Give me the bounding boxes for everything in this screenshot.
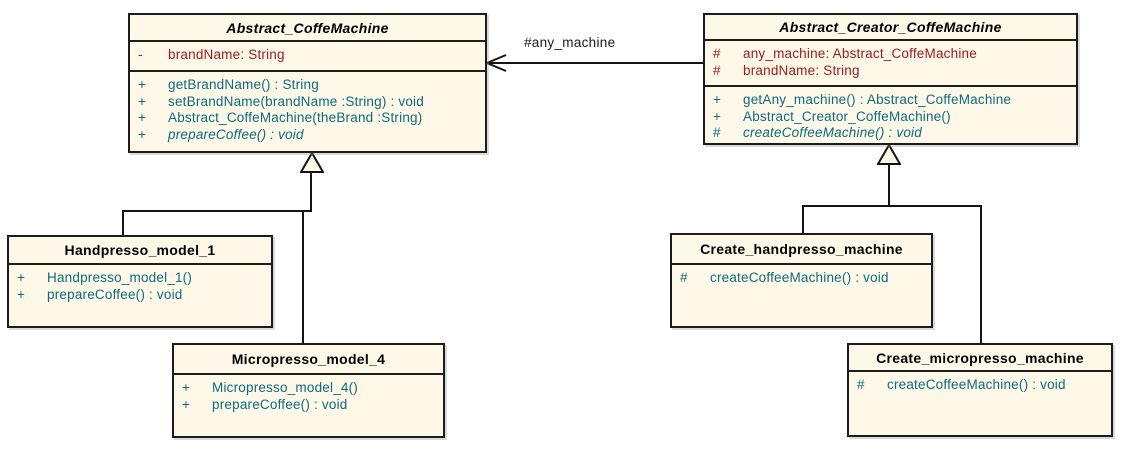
class-title: Abstract_Creator_CoffeMachine xyxy=(705,15,1076,41)
method-row[interactable]: + prepareCoffee() : void xyxy=(138,127,479,144)
generalization-edge-segment[interactable] xyxy=(122,212,124,236)
class-abstract-coffe-machine[interactable]: Abstract_CoffeMachine - brandName: String… xyxy=(128,13,487,153)
generalization-edge-segment[interactable] xyxy=(888,164,890,207)
class-micropresso-model-4[interactable]: Micropresso_model_4 + Micropresso_model_4… xyxy=(172,343,445,438)
methods-compartment: + Handpresso_model_1() + prepareCoffee() : … xyxy=(9,265,271,326)
method-row[interactable]: + prepareCoffee() : void xyxy=(17,287,265,304)
method-row[interactable]: + getAny_machine() : Abstract_CoffeMachin… xyxy=(713,92,1070,109)
generalization-edge-segment[interactable] xyxy=(802,205,982,207)
visibility-symbol: + xyxy=(138,93,147,109)
methods-compartment: + Micropresso_model_4() + prepareCoffee() :… xyxy=(174,375,443,436)
class-create-handpresso-machine[interactable]: Create_handpresso_machine # createCoffeeM… xyxy=(670,233,933,328)
open-arrowhead-icon xyxy=(485,54,507,72)
association-label[interactable]: #any_machine xyxy=(524,35,616,50)
method-row[interactable]: + Micropresso_model_4() xyxy=(182,380,437,397)
generalization-edge-segment[interactable] xyxy=(802,207,804,234)
method-row[interactable]: # createCoffeeMachine() : void xyxy=(857,377,1105,394)
attribute-row[interactable]: # any_machine: Abstract_CoffeMachine xyxy=(713,46,1070,63)
visibility-symbol: + xyxy=(17,286,26,302)
member-text: createCoffeeMachine() : void xyxy=(743,125,922,140)
member-text: Abstract_Creator_CoffeMachine() xyxy=(743,108,951,124)
visibility-symbol: # xyxy=(713,125,721,140)
member-text: createCoffeeMachine() : void xyxy=(887,377,1066,392)
generalization-triangle-icon xyxy=(877,144,901,165)
member-text: setBrandName(brandName :String) : void xyxy=(168,93,424,109)
visibility-symbol: + xyxy=(138,77,147,92)
association-edge[interactable] xyxy=(488,62,703,64)
method-row[interactable]: + setBrandName(brandName :String) : void xyxy=(138,94,479,111)
member-text: brandName: String xyxy=(743,62,860,78)
method-row[interactable]: + Abstract_CoffeMachine(theBrand :String) xyxy=(138,110,479,127)
visibility-symbol: + xyxy=(713,92,722,107)
member-text: prepareCoffee() : void xyxy=(47,286,183,302)
class-create-micropresso-machine[interactable]: Create_micropresso_machine # createCoffee… xyxy=(847,343,1113,437)
method-row[interactable]: # createCoffeeMachine() : void xyxy=(680,270,925,287)
member-text: any_machine: Abstract_CoffeMachine xyxy=(743,46,977,61)
attributes-compartment: - brandName: String xyxy=(130,42,485,72)
method-row[interactable]: + Abstract_Creator_CoffeMachine() xyxy=(713,109,1070,126)
attribute-row[interactable]: # brandName: String xyxy=(713,63,1070,80)
methods-compartment: # createCoffeeMachine() : void xyxy=(849,372,1111,435)
visibility-symbol: + xyxy=(713,108,722,124)
class-abstract-creator-coffe-machine[interactable]: Abstract_Creator_CoffeMachine # any_machi… xyxy=(703,13,1078,145)
method-row[interactable]: + prepareCoffee() : void xyxy=(182,397,437,414)
class-title: Micropresso_model_4 xyxy=(174,345,443,375)
member-text: Abstract_CoffeMachine(theBrand :String) xyxy=(168,110,423,125)
visibility-symbol: - xyxy=(138,47,143,62)
visibility-symbol: # xyxy=(713,46,721,61)
method-row[interactable]: # createCoffeeMachine() : void xyxy=(713,125,1070,142)
methods-compartment: + getAny_machine() : Abstract_CoffeMachin… xyxy=(705,87,1076,143)
class-title: Abstract_CoffeMachine xyxy=(130,15,485,42)
method-row[interactable]: + Handpresso_model_1() xyxy=(17,270,265,287)
visibility-symbol: + xyxy=(138,126,147,142)
class-title: Create_handpresso_machine xyxy=(672,235,931,265)
class-title: Create_micropresso_machine xyxy=(849,345,1111,372)
visibility-symbol: # xyxy=(713,62,721,78)
member-text: prepareCoffee() : void xyxy=(212,396,348,412)
member-text: brandName: String xyxy=(168,47,285,62)
visibility-symbol: + xyxy=(138,110,147,125)
methods-compartment: + getBrandName() : String + setBrandName(br… xyxy=(130,72,485,151)
member-text: prepareCoffee() : void xyxy=(168,126,304,142)
member-text: getBrandName() : String xyxy=(168,77,319,92)
visibility-symbol: # xyxy=(680,270,688,285)
class-handpresso-model-1[interactable]: Handpresso_model_1 + Handpresso_model_1()… xyxy=(7,235,273,328)
member-text: getAny_machine() : Abstract_CoffeMachine xyxy=(743,92,1012,107)
attributes-compartment: # any_machine: Abstract_CoffeMachine # bran… xyxy=(705,41,1076,87)
visibility-symbol: # xyxy=(857,377,865,392)
visibility-symbol: + xyxy=(182,396,191,412)
generalization-edge-segment[interactable] xyxy=(980,207,982,344)
visibility-symbol: + xyxy=(182,380,191,395)
class-title: Handpresso_model_1 xyxy=(9,237,271,265)
generalization-edge-segment[interactable] xyxy=(122,210,312,212)
generalization-edge-segment[interactable] xyxy=(310,172,312,212)
generalization-triangle-icon xyxy=(300,152,324,173)
methods-compartment: # createCoffeeMachine() : void xyxy=(672,265,931,326)
attribute-row[interactable]: - brandName: String xyxy=(138,47,479,64)
method-row[interactable]: + getBrandName() : String xyxy=(138,77,479,94)
generalization-edge-segment[interactable] xyxy=(302,212,304,344)
member-text: Micropresso_model_4() xyxy=(212,380,359,395)
member-text: createCoffeeMachine() : void xyxy=(710,270,889,285)
visibility-symbol: + xyxy=(17,270,26,285)
member-text: Handpresso_model_1() xyxy=(47,270,193,285)
